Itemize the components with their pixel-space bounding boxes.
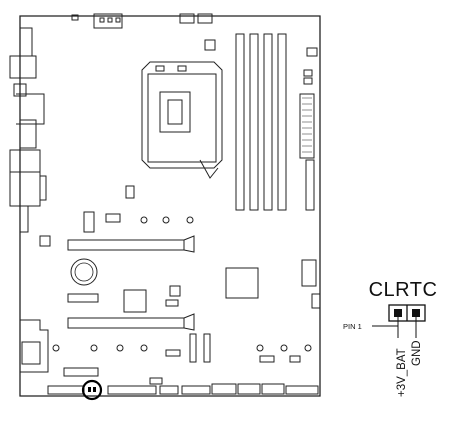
rear-io-panel — [9, 27, 49, 373]
pcie-slot-1 — [67, 235, 195, 253]
chips — [39, 235, 321, 313]
top-headers — [71, 13, 318, 85]
pin-2-square — [412, 309, 420, 317]
clrtc-jumper-detail — [372, 304, 426, 338]
cmos-battery — [70, 258, 98, 286]
dimm-slots — [235, 33, 287, 211]
pin-1-square — [394, 309, 402, 317]
m2-mounts-upper — [83, 185, 194, 233]
pin-label-gnd: GND — [411, 340, 423, 366]
cpu-socket — [141, 61, 223, 179]
pcie-slot-3 — [67, 313, 195, 331]
m2-mounts-lower — [52, 333, 312, 363]
pin-label-3v-bat: +3V_BAT — [396, 348, 408, 397]
pin1-label: PIN 1 — [343, 322, 362, 331]
motherboard-outline — [19, 15, 321, 397]
atx-power-connector — [299, 93, 315, 211]
clrtc-title: CLRTC — [368, 279, 438, 301]
pcie-slot-2 — [67, 285, 181, 307]
clrtc-location-marker — [81, 379, 103, 401]
